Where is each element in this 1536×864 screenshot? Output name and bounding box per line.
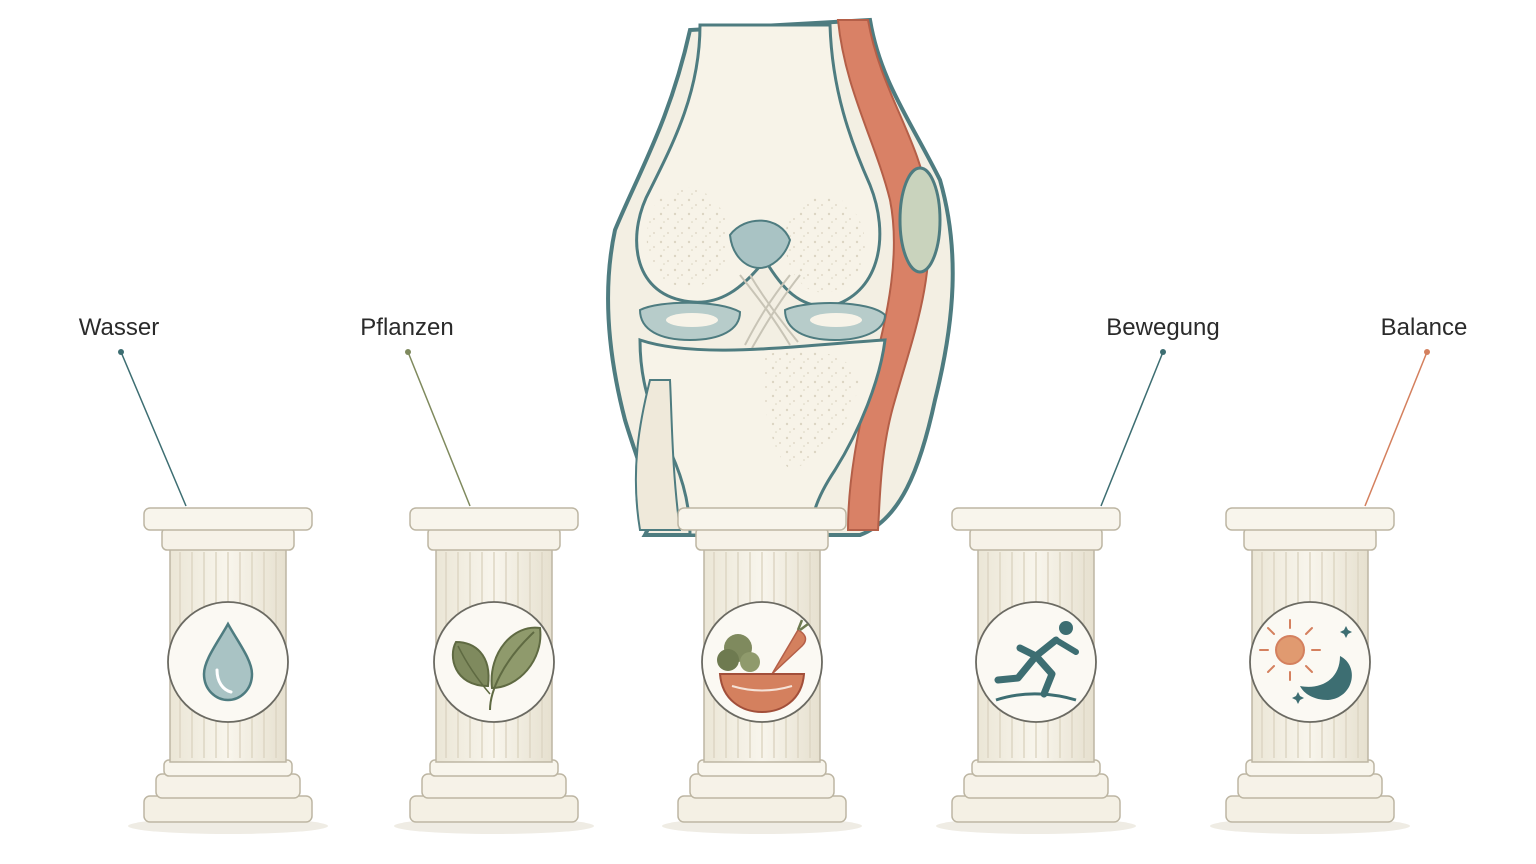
connector-movement: [1100, 351, 1164, 507]
knee-joint: [606, 17, 955, 537]
label-water: Wasser: [78, 314, 160, 341]
vegetable-bowl-icon: [717, 619, 809, 714]
label-movement: Bewegung: [1106, 314, 1220, 341]
articular-cartilage: [728, 219, 792, 270]
connector-water: [120, 351, 187, 507]
patella: [898, 166, 942, 274]
sun-moon-icon: [1259, 619, 1352, 704]
connector-lines: [118, 349, 1430, 507]
leaf-icon: [451, 626, 542, 711]
connector-plants: [407, 351, 471, 507]
fibula-bone: [634, 379, 682, 531]
runner-icon: [994, 621, 1079, 702]
label-plants: Pflanzen: [360, 314, 454, 341]
cruciate-ligaments: [739, 274, 801, 349]
pillar-nutrition: [662, 507, 862, 834]
water-drop-icon: [202, 621, 254, 702]
pillar-balance: [1210, 507, 1410, 834]
connector-balance: [1364, 351, 1428, 507]
pillar-movement: [936, 507, 1136, 834]
label-balance: Balance: [1380, 314, 1468, 341]
